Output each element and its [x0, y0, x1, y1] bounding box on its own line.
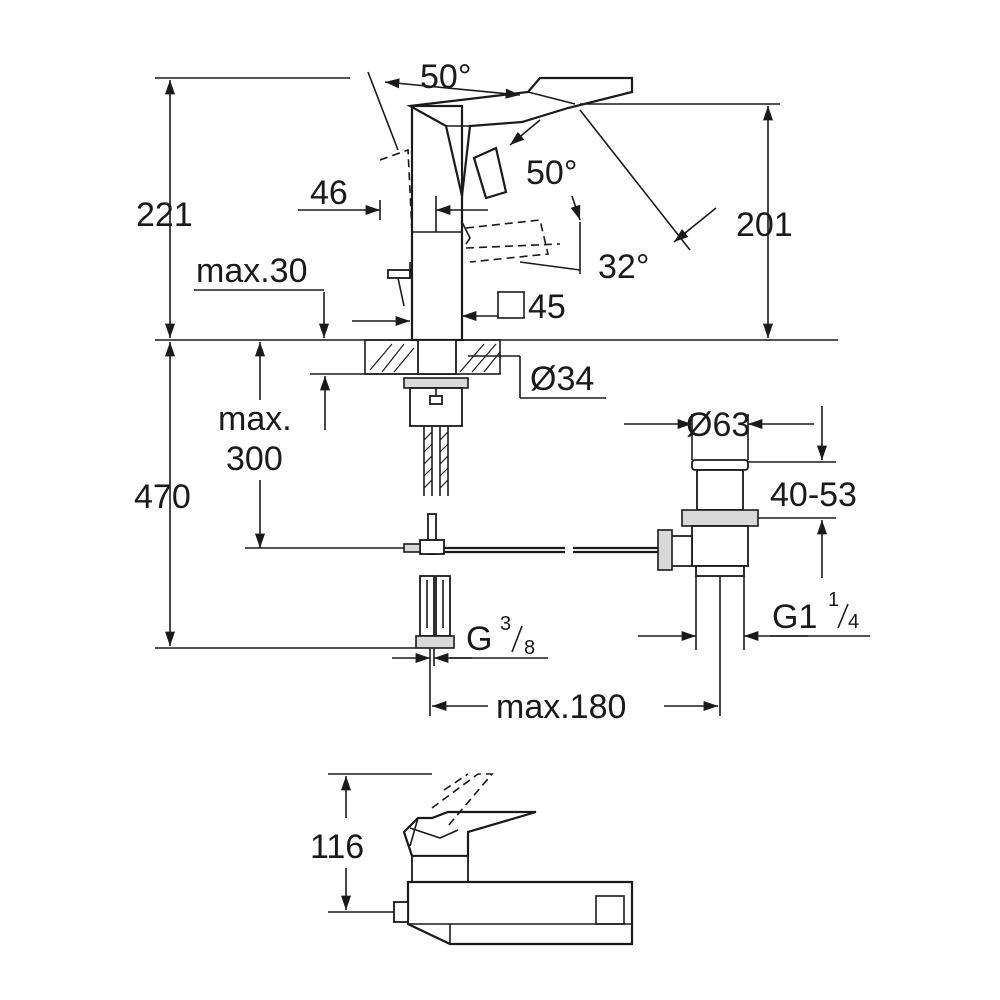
dim-diameter-63: Ø63 — [624, 406, 814, 460]
dim-221: 221 — [136, 77, 350, 338]
dim-angle-50-right: 50° — [509, 119, 577, 192]
dim-40-53: 40-53 — [748, 406, 857, 578]
dim-angle-50-top: 50° — [367, 58, 521, 151]
label-g1: G1 — [772, 598, 817, 636]
supply-connectors — [415, 575, 455, 649]
label-max300-line1: max. — [218, 400, 292, 438]
label-50-right: 50° — [526, 154, 577, 192]
label-32: 32° — [598, 248, 649, 286]
label-116: 116 — [310, 828, 364, 866]
supply-hoses — [423, 426, 449, 496]
label-g38-den: 8 — [524, 637, 535, 659]
label-g1-den: 4 — [848, 611, 859, 633]
pull-rod-assembly — [403, 513, 662, 555]
label-221: 221 — [136, 196, 193, 234]
label-max300-line2: 300 — [226, 440, 283, 478]
label-201: 201 — [736, 206, 793, 244]
dim-g-three-eighths: G 3 8 — [392, 613, 548, 716]
dim-angle-32: 32° — [519, 109, 717, 286]
label-40-53: 40-53 — [770, 476, 857, 514]
label-45: 45 — [528, 288, 566, 326]
waste-assembly — [657, 459, 759, 577]
lever-open-position — [472, 146, 508, 200]
dim-max300: max. 300 — [218, 342, 404, 549]
dim-46: 46 — [298, 174, 488, 232]
dim-470: 470 — [134, 342, 416, 649]
label-o34: Ø34 — [530, 360, 594, 398]
dim-diameter-34: Ø34 — [310, 355, 606, 430]
label-g38: G — [466, 620, 492, 658]
faucet-side-view — [393, 773, 634, 946]
label-g1-num: 1 — [828, 589, 839, 611]
dim-201: 201 — [580, 103, 793, 338]
shank-assembly — [403, 339, 469, 496]
lever-handle — [406, 76, 634, 197]
label-max180: max.180 — [496, 688, 626, 726]
dim-max180: max.180 — [432, 576, 721, 726]
faucet-body — [410, 104, 464, 342]
dim-g1-quarter: G1 1 4 — [638, 576, 870, 650]
label-o63: Ø63 — [686, 406, 750, 444]
label-50-top: 50° — [420, 58, 471, 96]
dim-max30: max.30 — [194, 252, 410, 338]
label-46: 46 — [310, 174, 348, 212]
dim-square-45: 45 — [462, 288, 566, 326]
label-g38-num: 3 — [500, 613, 511, 635]
dim-116: 116 — [310, 773, 432, 913]
label-max30: max.30 — [196, 252, 308, 290]
label-470: 470 — [134, 478, 191, 516]
faucet-front-view — [379, 76, 634, 342]
